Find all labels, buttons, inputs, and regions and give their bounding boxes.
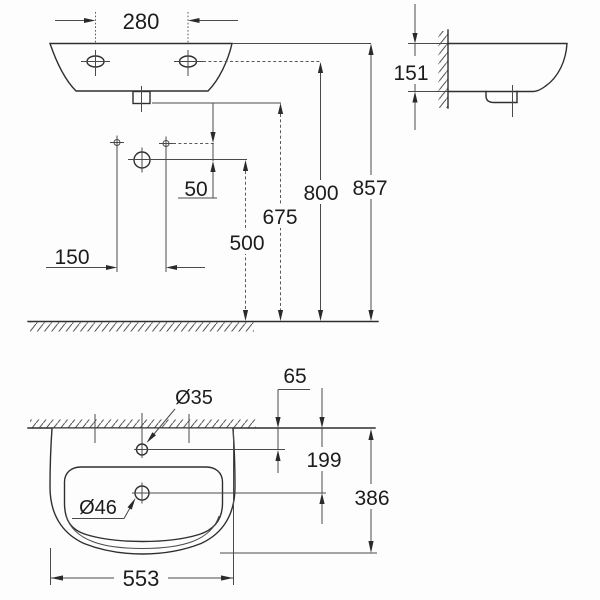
arrowhead <box>106 265 117 270</box>
arrowhead <box>275 417 281 428</box>
arrowhead <box>319 493 325 504</box>
arrowhead <box>319 417 325 428</box>
arrowhead <box>51 575 63 581</box>
drain-hole-leader <box>72 506 131 519</box>
plan-view <box>27 388 377 585</box>
arrowhead <box>275 450 281 461</box>
fixing-points <box>46 103 247 272</box>
dim-label-tap-hole-offset: 65 <box>283 365 306 388</box>
leader-arrowhead <box>127 498 136 510</box>
arrowhead <box>317 62 324 73</box>
dim-line-65 <box>277 389 310 473</box>
dim-label-basin-bottom-height: 675 <box>262 206 297 229</box>
basin-front-outline <box>49 42 233 92</box>
floor-line <box>27 320 379 332</box>
dim-label-cross-offset: 50 <box>184 178 207 201</box>
extension-line <box>116 149 167 272</box>
arrowhead <box>277 310 284 321</box>
arrowhead <box>221 575 233 581</box>
arrowhead <box>412 33 418 44</box>
tap-hole-crosshair <box>134 413 285 458</box>
tap-hole-leader <box>153 408 176 435</box>
basin-plan-inner-rim <box>63 466 224 543</box>
ground-hatch <box>30 322 254 332</box>
dim-label-total-depth: 386 <box>354 487 389 510</box>
arrowhead <box>317 310 324 321</box>
dim-label-cross-spacing: 150 <box>54 246 89 269</box>
dim-label-drain-diameter: Ø46 <box>79 497 117 519</box>
dimension-labels: 280 151 50 150 500 675 800 857 Ø35 65 19… <box>54 9 428 591</box>
bowl-contour <box>65 515 220 550</box>
arrowhead <box>368 310 374 321</box>
drain-boss <box>485 90 518 104</box>
dim-label-fixing-height: 800 <box>303 182 338 205</box>
dim-label-rim-height: 857 <box>352 177 387 200</box>
arrowhead <box>368 43 374 55</box>
dim-label-tap-hole-diameter: Ø35 <box>175 387 213 409</box>
dim-label-total-width: 553 <box>123 566 160 591</box>
trap-crosshair <box>128 147 247 173</box>
arrowhead <box>210 132 216 143</box>
arrowhead <box>242 310 249 321</box>
dim-label-hole-spacing: 280 <box>123 9 160 34</box>
fixing-point-right-cross <box>159 136 173 151</box>
dim-label-trap-height: 500 <box>229 232 264 255</box>
front-view <box>49 12 371 112</box>
extension-line <box>50 429 234 585</box>
fixing-point-left-cross <box>110 135 124 150</box>
arrowhead <box>210 161 216 172</box>
dim-line-50 <box>178 103 217 199</box>
extension-line <box>95 12 189 50</box>
arrowhead <box>412 91 418 103</box>
fixing-hole-ticks <box>94 414 190 443</box>
arrowhead <box>368 541 374 553</box>
arrowhead <box>242 160 249 171</box>
side-view <box>408 4 568 130</box>
arrowhead <box>188 18 200 23</box>
label-masks <box>114 56 433 591</box>
arrowhead <box>368 429 374 440</box>
dim-label-drain-offset: 199 <box>306 449 341 472</box>
drain-hole-crosshair <box>132 482 326 504</box>
arrowhead <box>166 265 177 270</box>
leader-arrowhead <box>146 432 156 443</box>
wall-hatch <box>438 31 448 108</box>
basin-side-outline <box>447 42 568 93</box>
arrowhead <box>84 18 96 23</box>
dim-label-front-height: 151 <box>393 62 428 85</box>
arrowhead <box>277 103 284 114</box>
wall-hatch-plan <box>30 419 256 428</box>
hole-crosshairs <box>81 50 203 76</box>
